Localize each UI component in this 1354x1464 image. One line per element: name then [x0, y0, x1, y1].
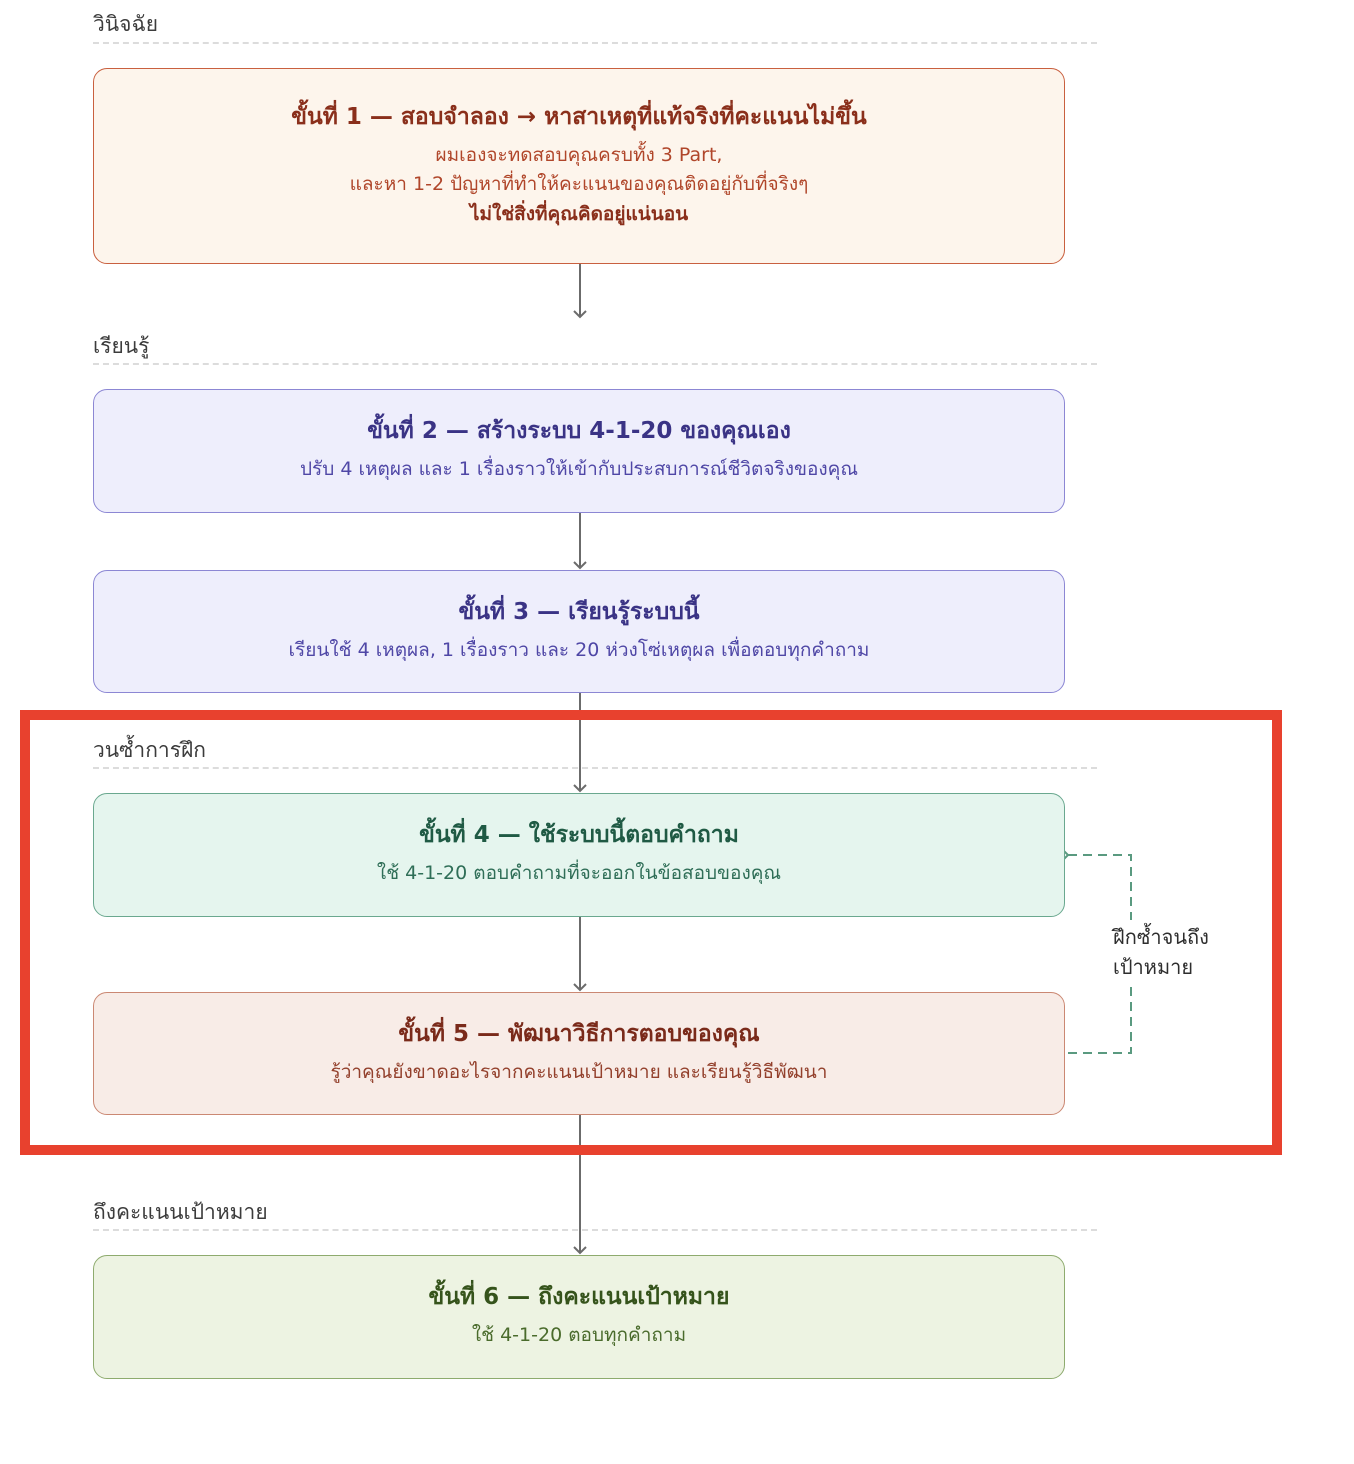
step-3-box: ขั้นที่ 3 — เรียนรู้ระบบนี้ เรียนใช้ 4 เ…	[93, 570, 1065, 693]
step-4-box: ขั้นที่ 4 — ใช้ระบบนี้ตอบคำถาม ใช้ 4-1-2…	[93, 793, 1065, 917]
section-divider	[93, 1229, 1097, 1231]
step-5-line-1: รู้ว่าคุณยังขาดอะไรจากคะแนนเป้าหมาย และเ…	[330, 1060, 828, 1083]
loop-label: ฝึกซ้ำจนถึง เป้าหมาย	[1113, 920, 1209, 984]
step-2-box: ขั้นที่ 2 — สร้างระบบ 4-1-20 ของคุณเอง ป…	[93, 389, 1065, 513]
step-6-box: ขั้นที่ 6 — ถึงคะแนนเป้าหมาย ใช้ 4-1-20 …	[93, 1255, 1065, 1379]
step-4-title: ขั้นที่ 4 — ใช้ระบบนี้ตอบคำถาม	[419, 822, 739, 849]
step-3-line-1: เรียนใช้ 4 เหตุผล, 1 เรื่องราว และ 20 ห่…	[288, 638, 870, 661]
section-label-reach-target: ถึงคะแนนเป้าหมาย	[93, 1200, 268, 1224]
step-6-title: ขั้นที่ 6 — ถึงคะแนนเป้าหมาย	[428, 1284, 730, 1311]
step-1-box: ขั้นที่ 1 — สอบจำลอง → หาสาเหตุที่แท้จริ…	[93, 68, 1065, 264]
step-1-line-2: และหา 1-2 ปัญหาที่ทำให้คะแนนของคุณติดอยู…	[349, 173, 809, 196]
section-label-learn: เรียนรู้	[93, 334, 150, 358]
section-divider	[93, 767, 1097, 769]
section-divider	[93, 363, 1097, 365]
section-label-practice-loop: วนซ้ำการฝึก	[93, 738, 206, 762]
loop-label-line-2: เป้าหมาย	[1113, 955, 1194, 979]
section-label-diagnose: วินิจฉัย	[93, 12, 159, 36]
step-4-line-1: ใช้ 4-1-20 ตอบคำถามที่จะออกในข้อสอบของคุ…	[376, 862, 782, 885]
step-5-box: ขั้นที่ 5 — พัฒนาวิธีการตอบของคุณ รู้ว่า…	[93, 992, 1065, 1115]
section-divider	[93, 42, 1097, 44]
step-2-line-1: ปรับ 4 เหตุผล และ 1 เรื่องราวให้เข้ากับป…	[299, 458, 859, 481]
step-1-line-3: ไม่ใช่สิ่งที่คุณคิดอยู่แน่นอน	[469, 202, 689, 225]
step-6-line-1: ใช้ 4-1-20 ตอบทุกคำถาม	[471, 1324, 687, 1347]
step-5-title: ขั้นที่ 5 — พัฒนาวิธีการตอบของคุณ	[398, 1020, 760, 1047]
step-2-title: ขั้นที่ 2 — สร้างระบบ 4-1-20 ของคุณเอง	[367, 418, 791, 445]
loop-arrow-step5-to-step4	[1060, 847, 1132, 1054]
step-3-title: ขั้นที่ 3 — เรียนรู้ระบบนี้	[458, 598, 700, 625]
step-1-line-1: ผมเองจะทดสอบคุณครบทั้ง 3 Part,	[435, 143, 723, 166]
loop-label-line-1: ฝึกซ้ำจนถึง	[1113, 925, 1209, 949]
step-1-title: ขั้นที่ 1 — สอบจำลอง → หาสาเหตุที่แท้จริ…	[291, 103, 867, 130]
highlight-frame	[20, 710, 1282, 1155]
